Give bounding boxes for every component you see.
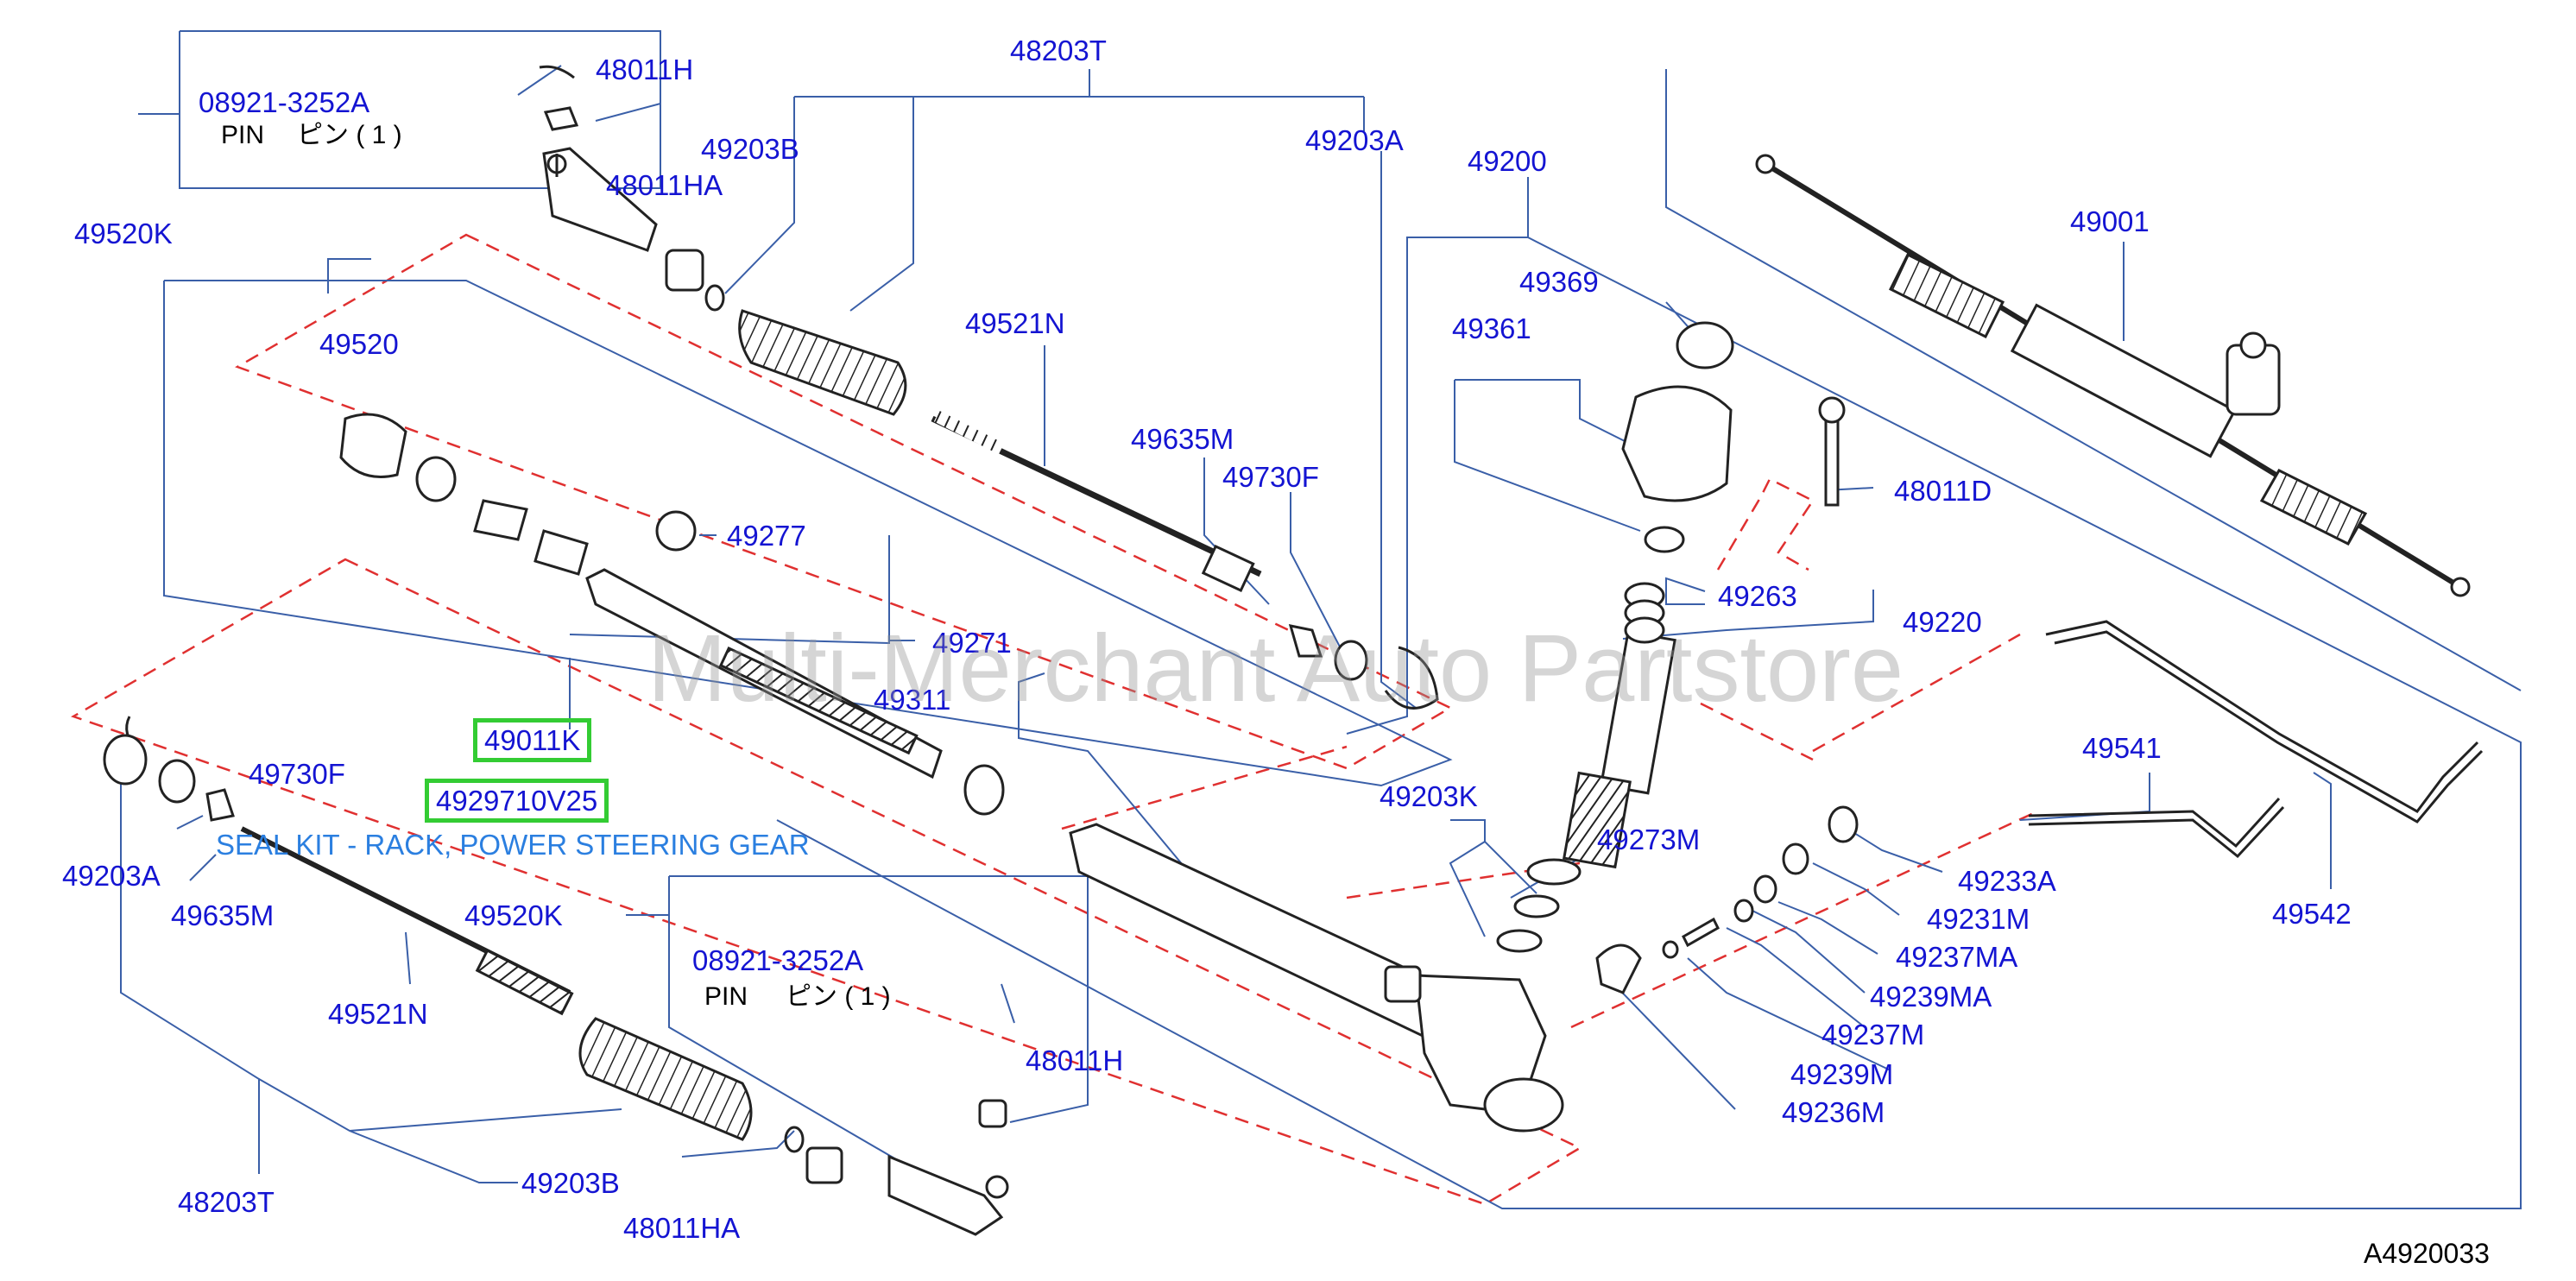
part-label-49239M[interactable]: 49239M <box>1790 1058 1894 1090</box>
part-label-49203B-upper[interactable]: 49203B <box>701 133 799 165</box>
part-label-48203T-lower[interactable]: 48203T <box>178 1186 275 1218</box>
assembly-49001 <box>1755 154 2471 597</box>
part-label-08921-3252A-upper[interactable]: 08921-3252A <box>199 86 370 118</box>
dashed-outlines <box>71 233 2038 1206</box>
part-label-49520K-lower[interactable]: 49520K <box>464 899 563 931</box>
part-label-49231M[interactable]: 49231M <box>1927 903 2030 935</box>
small-parts <box>1595 805 1859 994</box>
watermark: Multi-Merchant Auto Partstore <box>647 615 1904 722</box>
part-label-49237M[interactable]: 49237M <box>1822 1019 1925 1051</box>
lower-tie-rod <box>103 716 1009 1236</box>
part-description: SEAL KIT - RACK, POWER STEERING GEAR <box>216 829 810 861</box>
upper-tie-rod-end <box>539 65 725 312</box>
part-label-49233A[interactable]: 49233A <box>1958 865 2056 897</box>
diagram-code: A4920033 <box>2364 1238 2490 1269</box>
part-label-49730F-lower[interactable]: 49730F <box>249 758 345 790</box>
part-label-49203A-lower[interactable]: 49203A <box>62 860 161 892</box>
part-label-49311[interactable]: 49311 <box>874 684 951 716</box>
part-label-49635M-lower[interactable]: 49635M <box>171 899 275 931</box>
pin-label-upper: PIN <box>221 121 265 149</box>
gear-housing <box>1069 823 1564 1133</box>
part-label-49203B-lower[interactable]: 49203B <box>521 1167 620 1199</box>
part-label-49001[interactable]: 49001 <box>2070 205 2150 237</box>
part-label-48011D[interactable]: 48011D <box>1894 475 1992 507</box>
part-label-49542[interactable]: 49542 <box>2272 898 2352 930</box>
part-label-48011H-lower[interactable]: 48011H <box>1026 1044 1124 1076</box>
part-label-48011HA-lower[interactable]: 48011HA <box>623 1212 741 1244</box>
part-label-49541[interactable]: 49541 <box>2082 732 2162 764</box>
part-label-48011H-upper[interactable]: 48011H <box>596 54 694 85</box>
pin-quantity-lower: ピン ( 1 ) <box>786 982 891 1011</box>
part-label-49263[interactable]: 49263 <box>1718 580 1797 612</box>
part-label-49236M[interactable]: 49236M <box>1782 1096 1885 1128</box>
pin-label-lower: PIN <box>704 982 748 1011</box>
part-label-49520K-upper[interactable]: 49520K <box>74 218 173 249</box>
part-label-49277[interactable]: 49277 <box>727 520 806 552</box>
pin-quantity-upper: ピン ( 1 ) <box>297 121 402 149</box>
part-label-4929710V25-highlighted[interactable]: 4929710V25 <box>425 779 609 823</box>
part-label-49635M-upper[interactable]: 49635M <box>1131 423 1234 455</box>
part-label-49239MA[interactable]: 49239MA <box>1870 981 1992 1013</box>
rack <box>339 413 1005 816</box>
part-label-49730F-upper[interactable]: 49730F <box>1222 461 1319 493</box>
part-label-49011K-highlighted[interactable]: 49011K <box>473 718 592 762</box>
part-label-49521N-upper[interactable]: 49521N <box>965 307 1065 339</box>
part-label-48011HA-upper[interactable]: 48011HA <box>606 169 723 201</box>
part-label-49520[interactable]: 49520 <box>319 328 399 360</box>
part-label-08921-3252A-lower[interactable]: 08921-3252A <box>692 944 864 976</box>
part-label-49200[interactable]: 49200 <box>1468 145 1547 177</box>
part-label-49273M[interactable]: 49273M <box>1597 824 1701 855</box>
upper-boot <box>738 309 1439 710</box>
pinion <box>1496 321 1846 953</box>
part-label-49203A-upper[interactable]: 49203A <box>1305 124 1404 156</box>
pipes <box>2028 620 2484 859</box>
part-label-49521N-lower[interactable]: 49521N <box>328 998 428 1030</box>
leader-lines <box>120 30 2522 1209</box>
part-label-49369[interactable]: 49369 <box>1519 266 1599 298</box>
part-label-49237MA[interactable]: 49237MA <box>1896 941 2018 973</box>
part-label-49220[interactable]: 49220 <box>1903 606 1982 638</box>
part-label-49361[interactable]: 49361 <box>1452 312 1531 344</box>
part-label-49271[interactable]: 49271 <box>932 627 1012 659</box>
part-label-49203K[interactable]: 49203K <box>1380 780 1478 812</box>
part-label-48203T-upper[interactable]: 48203T <box>1010 35 1107 66</box>
